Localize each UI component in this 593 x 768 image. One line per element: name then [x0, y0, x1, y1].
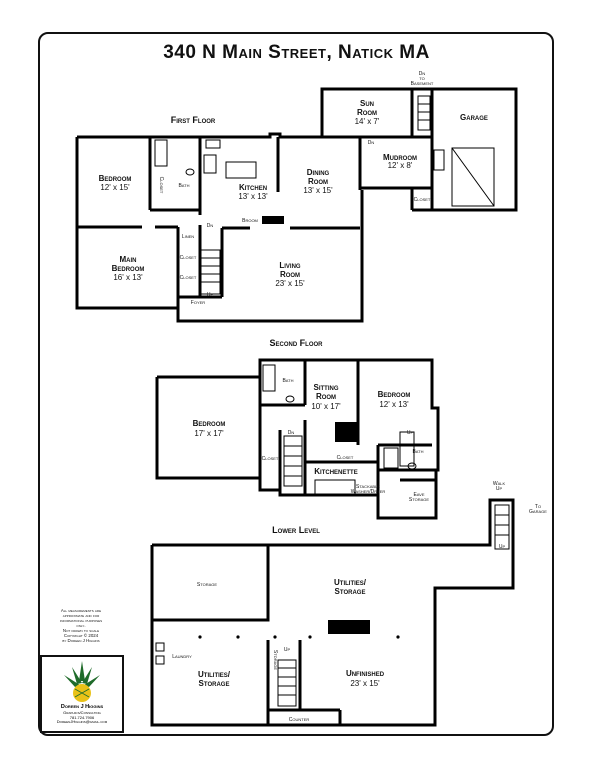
- sitting-label: Sitting: [314, 383, 339, 392]
- disclaimer-line: only.: [76, 623, 86, 628]
- to-garage-1: To: [535, 504, 541, 510]
- dn-basement-3: Basement: [411, 81, 434, 87]
- closet3-label: Closet: [180, 275, 197, 281]
- page-border: [38, 32, 554, 736]
- bedroom-label: Bedroom: [99, 174, 132, 183]
- stackable-2: Washer/Dryer: [351, 489, 386, 495]
- main-bedroom-dim: 16' x 13': [113, 273, 143, 282]
- eave-1: Eave: [413, 492, 424, 498]
- second-up-label: Up: [407, 430, 414, 436]
- dining-label2: Room: [308, 177, 328, 186]
- dn-basement-1: Dn: [419, 71, 426, 77]
- kitchenette-label: Kitchenette: [314, 467, 357, 476]
- disclaimer-line: approximate and for: [62, 613, 100, 618]
- living-label: Living: [279, 261, 301, 270]
- logo-line3: DoreenJHiggins@gmail.com: [56, 719, 108, 725]
- broom-label: Broom: [242, 218, 258, 224]
- closet-left-label: Closet: [262, 456, 279, 462]
- to-garage-2: Garage: [529, 509, 547, 515]
- walk-up-1: Walk: [493, 481, 506, 487]
- mudroom-label: Mudroom: [383, 153, 417, 162]
- dining-label: Dining: [307, 168, 330, 177]
- linen-label: Linen: [182, 234, 194, 240]
- first-floor-label: First Floor: [171, 115, 216, 125]
- foyer-label: Foyer: [191, 300, 206, 306]
- utilities-top-label: Utilities/: [334, 578, 367, 587]
- living-dim: 23' x 15': [275, 279, 305, 288]
- pineapple-icon: [64, 661, 100, 702]
- kitchen-dim: 13' x 13': [238, 192, 268, 201]
- lower-up-stair-label: Up: [499, 544, 506, 550]
- company-logo: Doreen J Higgins Graphics/Consulting 781…: [40, 655, 124, 733]
- logo-name: Doreen J Higgins: [60, 704, 104, 710]
- sun-dim: 14' x 7': [355, 117, 380, 126]
- logo-details: Graphics/Consulting 781.724.7906 DoreenJ…: [42, 710, 122, 725]
- disclaimer-line: informational purposes: [59, 618, 103, 623]
- kitchen-label: Kitchen: [239, 183, 267, 192]
- lower-level-label: Lower Level: [272, 525, 320, 535]
- utilities-top-label2: Storage: [335, 587, 366, 596]
- closet4-label: Closet: [414, 197, 431, 203]
- dn-basement-2: to: [419, 76, 424, 82]
- unfinished-dim: 23' x 15': [350, 679, 380, 688]
- main-bedroom-label: Main: [120, 255, 137, 264]
- second-floor-walls: [155, 358, 440, 520]
- storage-stair-label: Storage: [272, 650, 278, 670]
- bedroom-right-label: Bedroom: [378, 390, 411, 399]
- bedroom-left-label: Bedroom: [193, 419, 226, 428]
- eave-2: Storage: [409, 497, 429, 503]
- closet1-label: Closet: [158, 177, 164, 194]
- sun-label: Sun: [360, 99, 374, 108]
- closet-mid-label: Closet: [337, 455, 354, 461]
- walk-up-2: Up: [496, 486, 503, 492]
- storage-label: Storage: [197, 582, 217, 588]
- disclaimer-line: by Doreen J Higgins: [62, 638, 100, 643]
- disclaimer-line: Not drawn to scale: [62, 628, 100, 633]
- garage-label: Garage: [460, 113, 488, 122]
- bedroom-right-dim: 12' x 13': [379, 400, 409, 409]
- logo-line2: 781.724.7906: [69, 714, 95, 720]
- bath-right-label: Bath: [412, 449, 423, 455]
- sitting-label2: Room: [316, 392, 336, 401]
- counter-label: Counter: [289, 717, 310, 723]
- bath-top-label: Bath: [282, 378, 293, 384]
- mudroom-dim: 12' x 8': [388, 161, 413, 170]
- first-dn-label: Dn: [207, 223, 214, 229]
- unfinished-label: Unfinished: [346, 669, 385, 678]
- laundry-label: Laundry: [172, 654, 192, 660]
- sun-label2: Room: [357, 108, 377, 117]
- logo-line1: Graphics/Consulting: [63, 710, 101, 715]
- living-label2: Room: [280, 270, 300, 279]
- closet2-label: Closet: [180, 255, 197, 261]
- disclaimer: All measurements are approximate and for…: [42, 608, 120, 643]
- sitting-dim: 10' x 17': [311, 402, 341, 411]
- page-title: 340 N Main Street, Natick MA: [163, 42, 430, 63]
- sun-dn-label: Dn: [368, 140, 375, 146]
- first-floor-walls: [75, 87, 518, 323]
- disclaimer-line: Copyright © 2024: [63, 633, 99, 638]
- first-floor-fixtures: [154, 95, 495, 295]
- lower-up-label: Up: [284, 647, 291, 653]
- disclaimer-line: All measurements are: [60, 608, 102, 613]
- lower-level-fixtures: [155, 504, 510, 707]
- utilities-left-label: Utilities/: [198, 670, 231, 679]
- bedroom-dim: 12' x 15': [100, 183, 130, 192]
- second-floor-fixtures: [262, 364, 417, 495]
- first-up-label: Up: [207, 292, 214, 298]
- utilities-left-label2: Storage: [199, 679, 230, 688]
- second-floor-label: Second Floor: [269, 338, 323, 348]
- lower-level-walls: [150, 498, 515, 727]
- bedroom-left-dim: 17' x 17': [194, 429, 224, 438]
- bath-label: Bath: [178, 183, 189, 189]
- main-bedroom-label2: Bedroom: [112, 264, 145, 273]
- stackable-1: Stackable: [356, 484, 380, 490]
- second-dn-label: Dn: [288, 430, 295, 436]
- dining-dim: 13' x 15': [303, 186, 333, 195]
